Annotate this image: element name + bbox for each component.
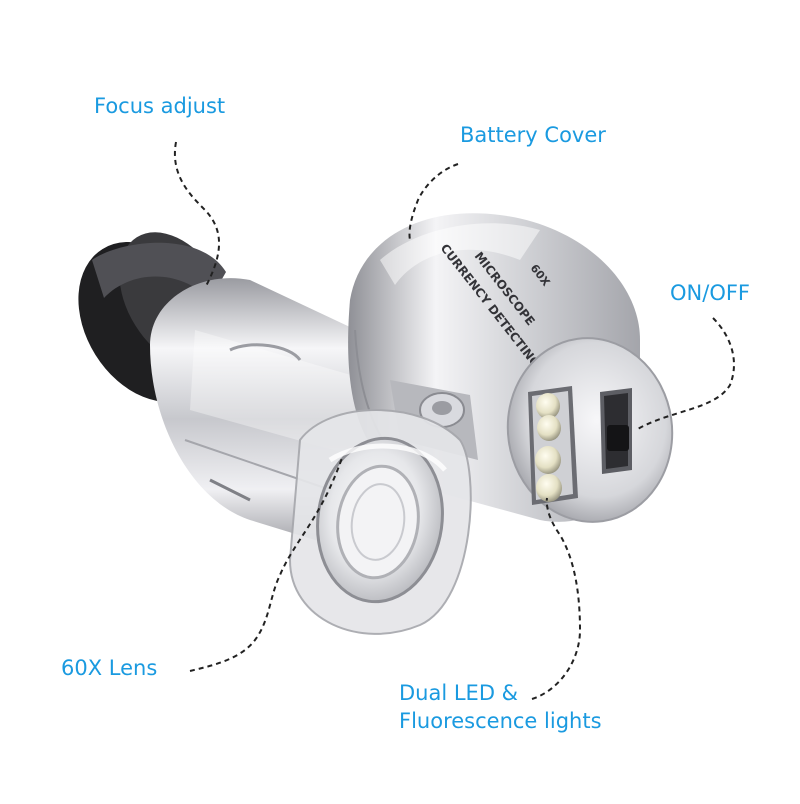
leader-battery <box>408 163 459 241</box>
led-2 <box>537 415 561 441</box>
label-focus-adjust: Focus adjust <box>94 94 226 118</box>
led-3 <box>535 446 561 474</box>
power-switch <box>607 425 629 451</box>
label-led-lights: Dual LED & Fluorescence lights <box>399 679 602 735</box>
label-lens: 60X Lens <box>61 656 158 680</box>
led-4 <box>536 474 562 502</box>
leader-onoff <box>635 317 735 431</box>
lens-hood <box>288 409 472 635</box>
leader-led <box>531 497 582 700</box>
label-led-line-2: Fluorescence lights <box>399 709 602 733</box>
leader-lines <box>173 141 735 700</box>
leader-focus <box>173 141 220 287</box>
led-lights <box>535 393 562 502</box>
label-battery-cover: Battery Cover <box>460 123 606 147</box>
label-on-off: ON/OFF <box>670 281 751 305</box>
led-1 <box>536 393 560 419</box>
leader-lens <box>189 457 343 672</box>
label-led-line-1: Dual LED & <box>399 681 519 705</box>
